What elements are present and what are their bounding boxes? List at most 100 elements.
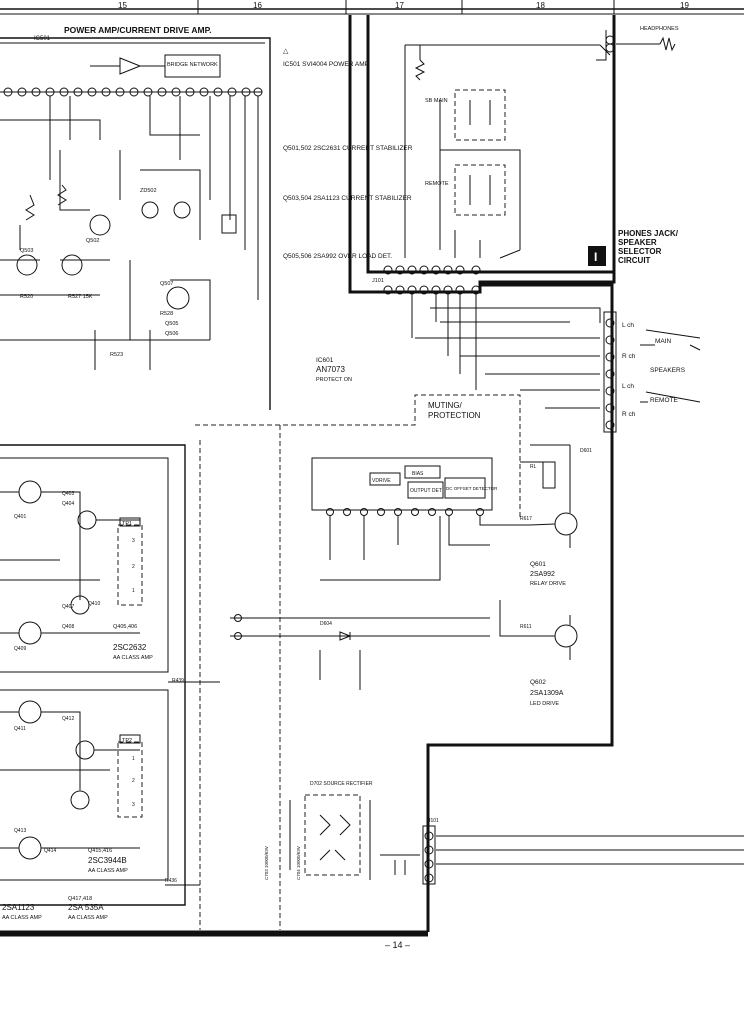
speakers-main-label: MAIN: [655, 338, 672, 345]
tp1-pin-3: 3: [132, 538, 135, 544]
part-rl: RL: [530, 464, 537, 470]
ref-q407: Q407: [62, 604, 74, 610]
q602-transistor: [554, 624, 578, 648]
tp2-pin-1: 1: [132, 756, 135, 762]
ref-q411: Q411: [14, 726, 26, 732]
phones-selector-section: I PHONES JACK/ SPEAKER SELECTOR CIRCUIT …: [348, 15, 679, 295]
part-zd502: ZD502: [140, 188, 157, 194]
q505-description: Q505,506 2SA992 OVER LOAD DET.: [283, 253, 392, 260]
board-outline: [0, 283, 614, 937]
part-r528: R528: [160, 311, 173, 317]
part-d604: D604: [320, 621, 332, 627]
selector-connector-pins: [383, 265, 481, 295]
headphones-label: HEADPHONES: [640, 26, 679, 32]
terminal-rch-main: R ch: [622, 353, 636, 360]
j101-bottom-label: J101: [428, 818, 439, 824]
ref-q403: Q403: [62, 491, 74, 497]
ic601-block-vdrive: VDRIVE: [372, 478, 391, 484]
ic501-description: IC501 SVI4004 POWER AMP.: [283, 61, 370, 68]
part-q505: Q505: [165, 321, 178, 327]
ic501-pin-row: [0, 87, 263, 97]
ref-q414: Q414: [44, 848, 56, 854]
q415-line3: AA CLASS AMP: [88, 868, 128, 874]
tp2-pin-2: 2: [132, 778, 135, 784]
column-ruler: 15 16 17 18 19: [0, 0, 744, 15]
ic601-box: [311, 457, 493, 511]
ref-q409: Q409: [14, 646, 26, 652]
q601-line3: RELAY DRIVE: [530, 581, 566, 587]
part-r527: R527 15K: [68, 294, 93, 300]
terminal-lch-main: L ch: [622, 322, 634, 329]
ic601-name: AN7073: [316, 365, 345, 374]
ref-q412: Q412: [62, 716, 74, 722]
section-badge-box: [588, 246, 606, 266]
phones-title-line4: CIRCUIT: [618, 256, 651, 265]
part-q503: Q503: [20, 248, 33, 254]
sb-main-label: SB MAIN: [425, 98, 448, 104]
protection-section: IC601 AN7073 PROTECT ON MUTING/ PROTECTI…: [195, 357, 592, 930]
part-q506: Q506: [165, 331, 178, 337]
q417-line1: Q417,418: [68, 896, 92, 902]
power-amp-heading: POWER AMP/CURRENT DRIVE AMP.: [64, 25, 212, 35]
q501-description: Q501,502 2SC2631 CURRENT STABILIZER: [283, 145, 413, 152]
ic601-block-bias: BIAS: [412, 471, 424, 477]
ref-q410: Q410: [88, 601, 100, 607]
tp2-label: TP2: [122, 738, 132, 744]
part-r523: R523: [110, 352, 123, 358]
speakers-remote-label: REMOTE: [650, 397, 678, 404]
ic501-note: △: [283, 48, 289, 55]
speaker-terminals: L ch R ch L ch R ch MAIN SPEAKERS REMOTE: [411, 294, 701, 433]
phones-title-line2: SPEAKER: [618, 238, 657, 247]
ic601-role: PROTECT ON: [316, 377, 352, 383]
protection-label: PROTECTION: [428, 411, 481, 420]
tp1-pin-2: 2: [132, 564, 135, 570]
terminal-rch-remote: R ch: [622, 411, 636, 418]
q417-line3: AA CLASS AMP: [68, 915, 108, 921]
power-supply-section: D702 SOURCE RECTIFIER J101 C703 10000/63…: [264, 781, 744, 885]
ic601-pins: [326, 508, 484, 516]
cap-c704: C704 10000/63V: [296, 846, 301, 880]
ref-q413: Q413: [14, 828, 26, 834]
tp2-pin-3: 3: [132, 802, 135, 808]
q405-line1: Q405,406: [113, 624, 137, 630]
part-q502: Q502: [86, 238, 99, 244]
remote-label: REMOTE: [425, 181, 449, 187]
q602-line2: 2SA1309A: [530, 690, 564, 697]
q405-line3: AA CLASS AMP: [113, 655, 153, 661]
column-15: 15: [118, 1, 127, 10]
q415-line1: Q415,416: [88, 848, 112, 854]
column-19: 19: [680, 1, 689, 10]
j101-bottom-connector: [422, 825, 436, 885]
q601-transistor: [554, 512, 578, 536]
phones-title-line3: SELECTOR: [618, 247, 662, 256]
j101-label: J101: [372, 278, 384, 284]
power-amp-section: POWER AMP/CURRENT DRIVE AMP. IC501 BRIDG…: [0, 25, 413, 410]
part-r520: R520: [20, 294, 33, 300]
ic501-ref: IC501: [34, 36, 51, 42]
q601-line1: Q601: [530, 561, 546, 568]
part-r611: R611: [520, 624, 532, 630]
muting-label: MUTING/: [428, 401, 463, 410]
speakers-label: SPEAKERS: [650, 367, 686, 374]
part-q507: Q507: [160, 281, 173, 287]
page-number: – 14 –: [385, 940, 410, 950]
q503-description: Q503,504 2SA1123 CURRENT STABILIZER: [283, 195, 412, 202]
terminal-lch-remote: L ch: [622, 383, 634, 390]
part-d601: D601: [580, 448, 592, 454]
column-16: 16: [253, 1, 262, 10]
ref-q408: Q408: [62, 624, 74, 630]
q405-line2: 2SC2632: [113, 643, 147, 652]
phones-title-line1: PHONES JACK/: [618, 229, 679, 238]
part-r617: R617: [520, 516, 532, 522]
column-18: 18: [536, 1, 545, 10]
column-17: 17: [395, 1, 404, 10]
ref-r436: R436: [165, 878, 177, 884]
cap-c703: C703 10000/63V: [264, 846, 269, 880]
rectifier-label: D702 SOURCE RECTIFIER: [310, 781, 373, 787]
q413-line1: 2SA1123: [2, 903, 35, 912]
tp1-label: TP1: [122, 521, 132, 527]
ref-q401: Q401: [14, 514, 26, 520]
left-amp-section: TP1 TP2 3 2 1 1 2 3 Q405,406 2SC2632 AA …: [0, 444, 220, 921]
bridge-network-label: BRIDGE NETWORK: [167, 62, 218, 68]
